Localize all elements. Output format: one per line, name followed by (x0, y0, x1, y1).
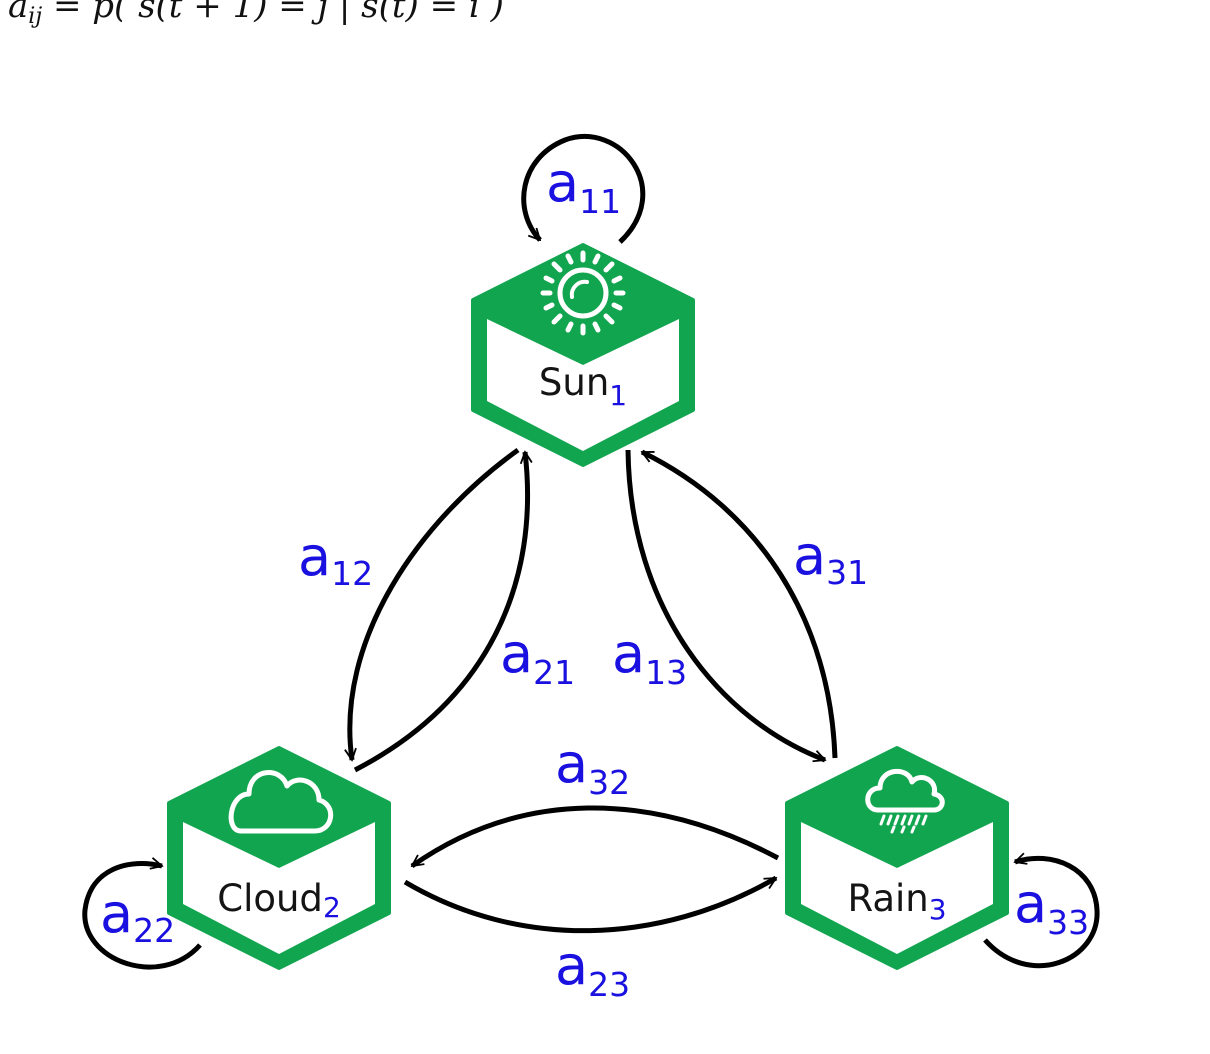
transition-labels: a11 a12 a21 a13 a31 a32 a23 a22 a33 (100, 151, 1089, 1004)
sun-face (487, 319, 679, 451)
arrow-a21 (353, 452, 528, 773)
label-a13: a13 (612, 622, 687, 692)
formula-rhs: = p( s(t + 1) = j | s(t) = i ) (52, 0, 504, 26)
cloud-label: Cloud2 (217, 877, 341, 924)
arrow-a33 (983, 858, 1100, 969)
arrow-a23 (403, 875, 776, 934)
state-cloud: Cloud2 (167, 746, 391, 970)
cloud-icon (228, 770, 333, 834)
sun-name: Sun (539, 361, 609, 404)
transition-formula: aij = p( s(t + 1) = j | s(t) = i ) (8, 0, 504, 29)
arrow-a11 (521, 134, 646, 244)
label-a32: a32 (555, 732, 630, 802)
sun-label: Sun1 (539, 361, 627, 412)
arrow-a22 (82, 863, 202, 970)
arrow-a32 (412, 805, 780, 869)
arrow-a31 (642, 449, 838, 759)
cloud-face (183, 822, 375, 954)
state-rain: Rain3 (785, 746, 1009, 970)
label-a12: a12 (298, 525, 373, 593)
state-sun: Sun1 (471, 243, 695, 467)
sun-index: 1 (609, 379, 627, 412)
formula-lhs: a (8, 0, 29, 26)
label-a22: a22 (100, 882, 175, 950)
rain-name: Rain (847, 877, 928, 920)
rain-face (801, 822, 993, 954)
rain-index: 3 (929, 893, 947, 926)
arrow-a12 (350, 447, 520, 760)
cloud-name: Cloud (217, 877, 323, 920)
cloud-index: 2 (323, 891, 341, 924)
transition-arrows (82, 134, 1100, 970)
sun-icon (540, 250, 626, 336)
label-a21: a21 (500, 622, 575, 692)
label-a23: a23 (555, 934, 630, 1004)
rain-label: Rain3 (847, 877, 946, 926)
arrow-a13 (625, 449, 825, 763)
label-a31: a31 (793, 524, 868, 592)
rain-icon (865, 768, 945, 834)
label-a11: a11 (546, 151, 621, 221)
label-a33: a33 (1014, 872, 1089, 942)
formula-lhs-subscript: ij (28, 4, 43, 29)
